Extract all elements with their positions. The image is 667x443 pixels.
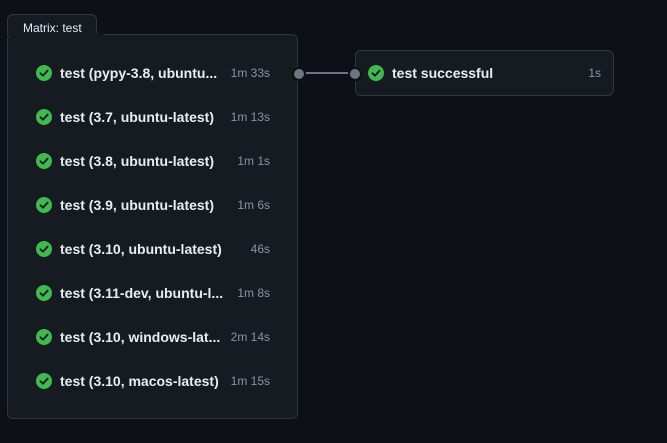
job-duration: 46s <box>250 242 270 256</box>
matrix-title: Matrix: test <box>7 14 97 36</box>
job-duration: 1m 1s <box>237 154 270 168</box>
matrix-job[interactable]: test (3.8, ubuntu-latest) 1m 1s <box>24 145 284 177</box>
matrix-job[interactable]: test (3.11-dev, ubuntu-l... 1m 8s <box>24 277 284 309</box>
check-circle-icon <box>368 65 384 81</box>
connector-out-dot <box>292 67 306 81</box>
check-circle-icon <box>36 373 52 389</box>
matrix-job[interactable]: test (3.10, macos-latest) 1m 15s <box>24 365 284 397</box>
job-duration: 1m 15s <box>230 374 270 388</box>
matrix-group <box>7 34 298 419</box>
check-circle-icon <box>36 285 52 301</box>
job-duration: 1m 8s <box>237 286 270 300</box>
check-circle-icon <box>36 65 52 81</box>
job-name: test (pypy-3.8, ubuntu... <box>60 65 218 81</box>
connector-line <box>304 72 352 74</box>
job-name: test (3.11-dev, ubuntu-l... <box>60 285 224 301</box>
job-name: test (3.10, macos-latest) <box>60 373 219 389</box>
job-name: test (3.10, ubuntu-latest) <box>60 241 222 257</box>
job-name: test (3.7, ubuntu-latest) <box>60 109 215 125</box>
job-test-successful[interactable]: test successful 1s <box>355 50 614 96</box>
job-name: test successful <box>392 65 494 81</box>
matrix-job[interactable]: test (pypy-3.8, ubuntu... 1m 33s <box>24 57 284 89</box>
job-name: test (3.10, windows-lat... <box>60 329 221 345</box>
matrix-tab-joiner <box>8 33 104 36</box>
check-circle-icon <box>36 329 52 345</box>
connector-in-dot <box>348 67 362 81</box>
job-duration: 1m 33s <box>230 66 270 80</box>
matrix-job[interactable]: test (3.10, ubuntu-latest) 46s <box>24 233 284 265</box>
check-circle-icon <box>36 109 52 125</box>
check-circle-icon <box>36 153 52 169</box>
job-duration: 1s <box>588 66 601 80</box>
job-duration: 2m 14s <box>230 330 270 344</box>
check-circle-icon <box>36 241 52 257</box>
matrix-job[interactable]: test (3.7, ubuntu-latest) 1m 13s <box>24 101 284 133</box>
matrix-job[interactable]: test (3.10, windows-lat... 2m 14s <box>24 321 284 353</box>
job-duration: 1m 13s <box>230 110 270 124</box>
job-name: test (3.9, ubuntu-latest) <box>60 197 215 213</box>
check-circle-icon <box>36 197 52 213</box>
job-name: test (3.8, ubuntu-latest) <box>60 153 215 169</box>
matrix-job[interactable]: test (3.9, ubuntu-latest) 1m 6s <box>24 189 284 221</box>
job-duration: 1m 6s <box>237 198 270 212</box>
